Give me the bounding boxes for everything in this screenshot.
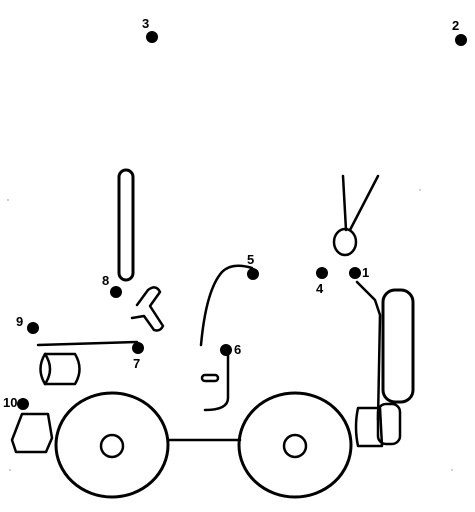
rear-fender-line — [355, 280, 382, 422]
vehicle-line-art — [7, 168, 453, 499]
rear-wheel — [237, 391, 353, 499]
rear-wheel-hub — [282, 433, 308, 459]
speck — [451, 469, 453, 471]
dot-2-label: 2 — [452, 18, 459, 33]
dot-6-label: 6 — [234, 342, 241, 357]
dot-1[interactable]: 1 — [349, 265, 369, 280]
dot-1-label: 1 — [362, 265, 369, 280]
right-antenna-ball — [332, 227, 358, 257]
dot-2[interactable]: 2 — [452, 18, 467, 46]
speck — [9, 469, 11, 471]
dot-10-label: 10 — [3, 395, 17, 410]
dots-layer: 1 2 3 4 5 6 7 8 — [3, 16, 467, 410]
speck — [7, 199, 9, 201]
dot-9[interactable]: 9 — [16, 314, 39, 334]
dot-7[interactable]: 7 — [132, 342, 144, 371]
front-wheel — [54, 391, 170, 499]
rear-bumper — [354, 406, 384, 448]
headlight — [39, 352, 81, 386]
front-bumper — [10, 412, 54, 454]
dot-3[interactable]: 3 — [142, 16, 158, 43]
right-antenna-wire-right — [348, 174, 380, 232]
dot-5[interactable]: 5 — [247, 252, 259, 280]
door-arc — [199, 264, 254, 347]
spare-tire — [381, 288, 415, 404]
steering-bracket — [130, 286, 165, 332]
dot-4-label: 4 — [316, 281, 324, 296]
front-wheel-hub — [99, 433, 125, 459]
door-lower-line — [203, 350, 230, 412]
dot-8[interactable]: 8 — [102, 273, 122, 298]
hood-line — [36, 340, 139, 347]
headlight-lens — [43, 352, 52, 386]
dot-6[interactable]: 6 — [220, 342, 241, 357]
dot-4[interactable]: 4 — [316, 267, 328, 296]
tail-light — [376, 402, 402, 446]
dot-7-label: 7 — [133, 356, 140, 371]
dot-5-label: 5 — [247, 252, 254, 267]
left-antenna — [117, 168, 135, 282]
dot-10[interactable]: 10 — [3, 395, 29, 410]
dot-8-label: 8 — [102, 273, 109, 288]
right-antenna-wire-left — [341, 174, 348, 232]
dot-9-label: 9 — [16, 314, 23, 329]
speck — [419, 189, 421, 191]
dot-3-label: 3 — [142, 16, 149, 31]
door-handle — [200, 373, 220, 383]
